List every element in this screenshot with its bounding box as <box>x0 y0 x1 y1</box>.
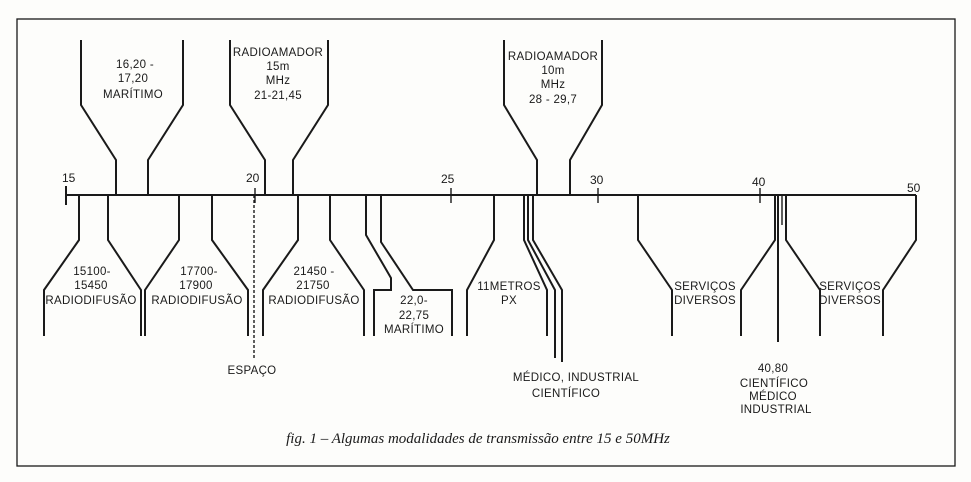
band-cientifico-40: 40,80 CIENTÍFICO MÉDICO INDUSTRIAL <box>740 195 812 416</box>
band-label-line: 17700- <box>180 266 218 278</box>
band-outline-right <box>569 40 603 195</box>
band-label-line: 21-21,45 <box>254 90 302 102</box>
band-label-line: 21750 <box>296 280 329 292</box>
band-label-line: RADIODIFUSÃO <box>268 294 359 307</box>
figure-caption: fig. 1 – Algumas modalidades de transmis… <box>286 431 670 447</box>
band-label-line: DIVERSOS <box>819 295 881 307</box>
band-outline-left <box>466 195 495 336</box>
band-outline-left <box>503 40 538 195</box>
band-radiodifusao-17700: 17700- 17900 RADIODIFUSÃO <box>144 195 249 336</box>
band-radioamador-10m: RADIOAMADOR 10m MHz 28 - 29,7 <box>503 40 603 195</box>
band-label-line: 28 - 29,7 <box>529 94 577 106</box>
band-outline-right <box>292 40 329 195</box>
band-label-line: CIENTÍFICO <box>740 377 808 390</box>
band-label-line: CIENTÍFICO <box>532 387 600 400</box>
band-medico-27: MÉDICO, INDUSTRIAL CIENTÍFICO <box>513 195 639 400</box>
band-outline-right <box>147 40 184 195</box>
band-label-line: MÉDICO, INDUSTRIAL <box>513 371 639 384</box>
band-label-line: 22,75 <box>399 310 429 322</box>
band-label-line: INDUSTRIAL <box>740 404 812 416</box>
band-outline-left <box>262 195 299 336</box>
band-label-line: 15m <box>266 61 289 73</box>
band-label-line: ESPAÇO <box>228 365 277 377</box>
band-label-line: 11METROS <box>477 281 541 293</box>
tick-label-25: 25 <box>441 172 455 186</box>
band-outline-left <box>80 40 117 195</box>
band-outline-right <box>107 195 142 336</box>
band-outline-left <box>365 195 392 336</box>
band-label-line: 10m <box>541 65 564 77</box>
band-label-line: MARÍTIMO <box>103 88 163 101</box>
band-label-line: SERVIÇOS <box>819 281 881 293</box>
band-label-line: RADIODIFUSÃO <box>151 294 242 307</box>
band-label-line: MARÍTIMO <box>384 323 444 336</box>
band-label-line: RADIOAMADOR <box>508 51 598 63</box>
axis-ticks <box>254 188 761 203</box>
band-outline-left <box>144 195 180 336</box>
band-outline-right <box>882 195 917 336</box>
band-label-line: MHz <box>541 79 566 91</box>
band-radiodifusao-15100: 15100- 15450 RADIODIFUSÃO <box>43 195 142 336</box>
band-outline-left <box>637 195 673 336</box>
band-label-line: 15450 <box>74 280 107 292</box>
band-label-line: 17900 <box>179 280 212 292</box>
band-label-line: 22,0- <box>400 295 428 307</box>
band-label-line: MHz <box>266 75 291 87</box>
band-radiodifusao-21450: 21450 - 21750 RADIODIFUSÃO <box>262 195 365 336</box>
tick-label-30: 30 <box>590 173 604 187</box>
band-label-line: 15100- <box>73 266 111 278</box>
band-outline-right <box>523 195 548 336</box>
band-label-line: 21450 - <box>293 266 334 278</box>
band-label-line: SERVIÇOS <box>674 281 736 293</box>
tick-label-50: 50 <box>907 181 921 195</box>
band-maritimo-22: 22,0- 22,75 MARÍTIMO <box>365 195 453 336</box>
figure-border <box>16 18 956 467</box>
band-label-line: MÉDICO <box>749 390 797 403</box>
tick-label-15: 15 <box>62 171 76 185</box>
band-servicos-diversos-2: SERVIÇOS DIVERSOS <box>785 195 917 336</box>
band-maritimo-16: 16,20 - 17,20 MARÍTIMO <box>80 40 184 195</box>
band-label-line: 17,20 <box>118 73 148 85</box>
band-outline-right <box>329 195 365 336</box>
band-outline-right <box>380 195 453 336</box>
band-servicos-diversos-1: SERVIÇOS DIVERSOS <box>637 195 776 336</box>
band-espaco: ESPAÇO <box>228 195 277 377</box>
band-label-line: DIVERSOS <box>674 295 736 307</box>
band-label-line: 16,20 - <box>116 59 154 71</box>
band-11-metros-px: 11METROS PX <box>466 195 548 336</box>
band-radioamador-15m: RADIOAMADOR 15m MHz 21-21,45 <box>229 40 329 195</box>
band-outline-left <box>527 195 556 358</box>
band-outline-right <box>532 195 563 362</box>
tick-label-20: 20 <box>246 171 260 185</box>
band-outline-left <box>785 195 821 336</box>
band-outline-left <box>229 40 266 195</box>
band-label-line: PX <box>501 295 517 307</box>
band-outline-left <box>43 195 80 336</box>
band-label-line: RADIODIFUSÃO <box>45 294 136 307</box>
band-outline-right <box>740 195 776 336</box>
tick-label-40: 40 <box>752 175 766 189</box>
band-label-line: RADIOAMADOR <box>233 47 323 59</box>
band-outline-right <box>211 195 249 336</box>
band-label-line: 40,80 <box>758 363 788 375</box>
